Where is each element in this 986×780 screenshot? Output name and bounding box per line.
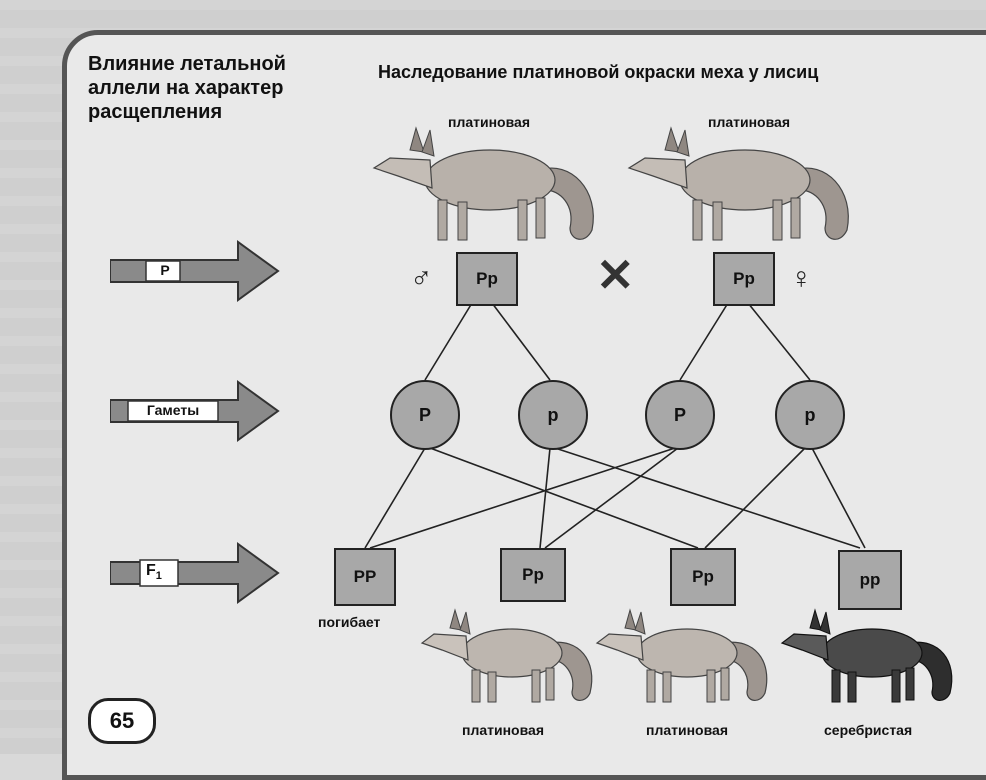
line-p2-g4	[747, 302, 811, 381]
fox-offspring-4	[780, 608, 953, 703]
arrow-gametes	[110, 380, 280, 442]
offspring-genotype-1: PP	[334, 548, 396, 606]
arrow-label-parents: P	[160, 262, 170, 278]
arrow-label-gametes: Гаметы	[146, 402, 200, 418]
fox-offspring-2	[420, 608, 593, 703]
gamete-4: p	[775, 380, 845, 450]
line-g1-o1	[364, 447, 426, 549]
gamete-2: p	[518, 380, 588, 450]
offspring-caption-4: серебристая	[824, 722, 913, 738]
gamete-1: P	[390, 380, 460, 450]
arrow-parents	[110, 240, 280, 302]
line-g1-o3	[429, 447, 699, 549]
line-g3-o1	[369, 447, 676, 549]
line-g2-o4	[554, 447, 861, 549]
cross-lines	[364, 302, 866, 549]
offspring-caption-2: платиновая	[462, 722, 544, 738]
line-p1-g1	[424, 302, 473, 381]
main-title: Наследование платиновой окраски меха у л…	[378, 62, 819, 82]
fox-offspring-3	[595, 608, 768, 703]
line-g2-o2	[539, 447, 551, 549]
offspring-genotype-3: Pp	[670, 548, 736, 606]
line-p2-g3	[679, 302, 729, 381]
arrow-offspring	[110, 542, 280, 604]
offspring-genotype-2: Pp	[500, 548, 566, 602]
fox-parent-male	[372, 126, 594, 241]
cross-icon: ✕	[596, 249, 635, 301]
female-symbol-icon: ♀	[790, 262, 813, 295]
side-title: Влияние летальной аллели на характер рас…	[88, 53, 286, 123]
male-symbol-icon: ♂	[410, 262, 433, 295]
parent-caption-2: платиновая	[708, 114, 790, 130]
gamete-3: P	[645, 380, 715, 450]
line-g4-o3	[704, 447, 806, 549]
page-number-badge: 65	[88, 698, 156, 744]
arrow-label-offspring: F1	[146, 562, 162, 583]
line-g4-o4	[811, 447, 866, 549]
line-p1-g2	[491, 302, 551, 381]
offspring-caption-1: погибает	[318, 614, 381, 630]
fox-parent-female	[627, 126, 849, 241]
offspring-caption-3: платиновая	[646, 722, 728, 738]
line-g3-o2	[544, 447, 679, 549]
parent-genotype-female: Pp	[713, 252, 775, 306]
offspring-genotype-4: pp	[838, 550, 902, 610]
parent-genotype-male: Pp	[456, 252, 518, 306]
parent-caption-1: платиновая	[448, 114, 530, 130]
